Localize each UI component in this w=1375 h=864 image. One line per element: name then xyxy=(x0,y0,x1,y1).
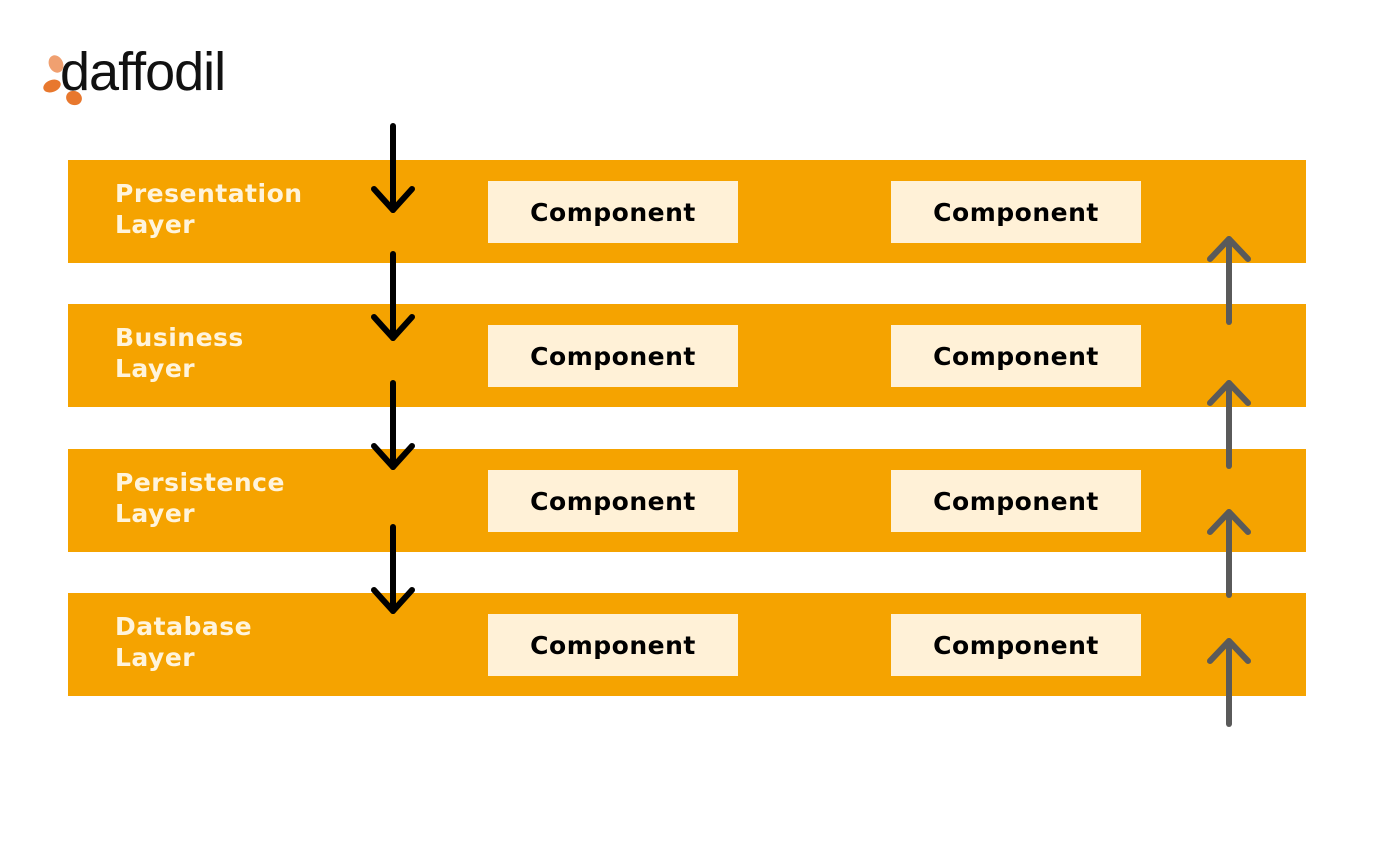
layer-title: Presentation Layer xyxy=(115,178,345,240)
daffodil-flower-icon xyxy=(43,55,82,106)
component-box: Component xyxy=(488,181,738,243)
layer-title-line2: Layer xyxy=(115,354,196,383)
component-box: Component xyxy=(891,470,1141,532)
layer-title-line1: Presentation xyxy=(115,179,303,208)
layer-title-line2: Layer xyxy=(115,210,196,239)
presentation-layer-band: Presentation Layer Component Component xyxy=(68,160,1306,263)
layer-title-line1: Persistence xyxy=(115,468,285,497)
business-layer-band: Business Layer Component Component xyxy=(68,304,1306,407)
component-box: Component xyxy=(488,325,738,387)
database-layer-band: Database Layer Component Component xyxy=(68,593,1306,696)
layer-title: Business Layer xyxy=(115,322,345,384)
layer-title-line2: Layer xyxy=(115,499,196,528)
persistence-layer-band: Persistence Layer Component Component xyxy=(68,449,1306,552)
component-box: Component xyxy=(891,325,1141,387)
layer-title: Persistence Layer xyxy=(115,467,345,529)
component-box: Component xyxy=(891,614,1141,676)
component-box: Component xyxy=(488,470,738,532)
layer-title-line1: Database xyxy=(115,612,253,641)
component-box: Component xyxy=(488,614,738,676)
daffodil-logo: daffodil xyxy=(42,40,242,112)
layer-title-line1: Business xyxy=(115,323,244,352)
component-box: Component xyxy=(891,181,1141,243)
logo-text: daffodil xyxy=(60,42,226,102)
layer-title-line2: Layer xyxy=(115,643,196,672)
layer-title: Database Layer xyxy=(115,611,345,673)
